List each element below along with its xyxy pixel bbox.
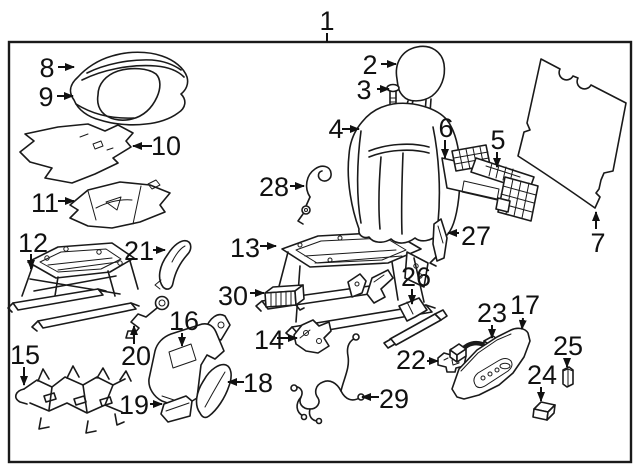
- callout-arrows: [20, 60, 600, 408]
- part-12-frame-drawing: [7, 242, 140, 332]
- part-callout-25[interactable]: 25: [553, 331, 583, 361]
- part-callout-7[interactable]: 7: [590, 228, 605, 258]
- diagram-border: [7, 40, 633, 464]
- part-19-pad-drawing: [160, 395, 193, 423]
- part-14-bracket-drawing: [293, 319, 332, 354]
- part-callout-5[interactable]: 5: [490, 125, 505, 155]
- part-callout-6[interactable]: 6: [438, 113, 453, 143]
- part-callout-8[interactable]: 8: [39, 53, 54, 83]
- callout-arrow-17: [518, 317, 527, 330]
- part-callout-16[interactable]: 16: [169, 306, 199, 336]
- part-30-module-drawing: [264, 284, 305, 311]
- part-callout-4[interactable]: 4: [328, 114, 343, 144]
- part-callout-18[interactable]: 18: [243, 368, 273, 398]
- part-7-back-board-drawing: [517, 58, 627, 209]
- part-callout-3[interactable]: 3: [356, 75, 371, 105]
- part-callout-19[interactable]: 19: [119, 390, 149, 420]
- part-callout-17[interactable]: 17: [510, 290, 540, 320]
- part-15-wire-frame-drawing: [15, 365, 132, 434]
- part-11-pad-drawing: [69, 179, 171, 229]
- part-callout-9[interactable]: 9: [38, 82, 53, 112]
- part-callout-21[interactable]: 21: [124, 236, 154, 266]
- part-callout-23[interactable]: 23: [477, 298, 507, 328]
- part-18-pad-drawing: [195, 363, 232, 419]
- part-callout-30[interactable]: 30: [218, 281, 248, 311]
- part-callout-28[interactable]: 28: [259, 172, 289, 202]
- part-callout-15[interactable]: 15: [10, 340, 40, 370]
- part-callout-20[interactable]: 20: [121, 341, 151, 371]
- part-callout-27[interactable]: 27: [461, 221, 491, 251]
- part-4-seatback-drawing: [347, 102, 461, 244]
- part-callout-11[interactable]: 11: [31, 188, 59, 218]
- part-8-9-cushion-drawing: [69, 51, 189, 126]
- part-26-rail-drawing: [383, 297, 448, 349]
- part-25-knob-drawing: [562, 366, 574, 388]
- part-24-switch-drawing: [532, 401, 556, 421]
- part-callout-1[interactable]: 1: [319, 6, 334, 36]
- part-callout-14[interactable]: 14: [254, 325, 284, 355]
- part-callout-12[interactable]: 12: [18, 228, 48, 258]
- part-29-harness-drawing: [290, 333, 365, 425]
- part-21-bracket-drawing: [154, 239, 192, 290]
- part-5-heater-mat-drawing: [470, 157, 539, 222]
- part-callout-26[interactable]: 26: [401, 262, 431, 292]
- part-callout-24[interactable]: 24: [527, 360, 557, 390]
- part-callout-2[interactable]: 2: [362, 50, 377, 80]
- part-27-bracket-drawing: [429, 218, 448, 267]
- part-10-pad-drawing: [19, 123, 134, 184]
- part-callout-10[interactable]: 10: [151, 131, 181, 161]
- part-callout-13[interactable]: 13: [230, 233, 260, 263]
- part-28-hook-drawing: [297, 165, 332, 225]
- callout-labels: 1 2 3 4 5 6 7 8 9 10 11 12 13 14 15 16 1…: [10, 6, 606, 420]
- part-callout-22[interactable]: 22: [396, 345, 426, 375]
- part-callout-29[interactable]: 29: [379, 384, 409, 414]
